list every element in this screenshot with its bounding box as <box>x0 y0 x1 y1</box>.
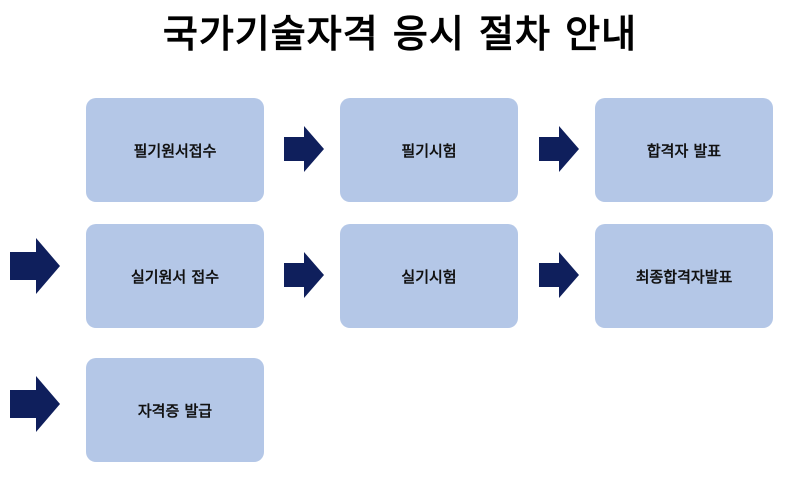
step-practical-exam: 실기시험 <box>340 224 518 328</box>
step-written-apply: 필기원서접수 <box>86 98 264 202</box>
step-label: 필기원서접수 <box>133 141 217 160</box>
step-label: 필기시험 <box>401 141 457 160</box>
right-arrow-icon <box>539 252 579 298</box>
step-label: 최종합격자발표 <box>635 267 733 286</box>
page-title: 국가기술자격 응시 절차 안내 <box>162 12 638 56</box>
step-cert-issue: 자격증 발급 <box>86 358 264 462</box>
step-pass-announce: 합격자 발표 <box>595 98 773 202</box>
step-label: 자격증 발급 <box>137 401 213 420</box>
right-arrow-icon <box>284 252 324 298</box>
step-label: 실기시험 <box>401 267 457 286</box>
step-label: 합격자 발표 <box>646 141 722 160</box>
step-written-exam: 필기시험 <box>340 98 518 202</box>
step-practical-apply: 실기원서 접수 <box>86 224 264 328</box>
right-arrow-icon <box>10 376 60 432</box>
right-arrow-icon <box>10 238 60 294</box>
step-label: 실기원서 접수 <box>130 267 220 286</box>
right-arrow-icon <box>539 126 579 172</box>
right-arrow-icon <box>284 126 324 172</box>
step-final-announce: 최종합격자발표 <box>595 224 773 328</box>
